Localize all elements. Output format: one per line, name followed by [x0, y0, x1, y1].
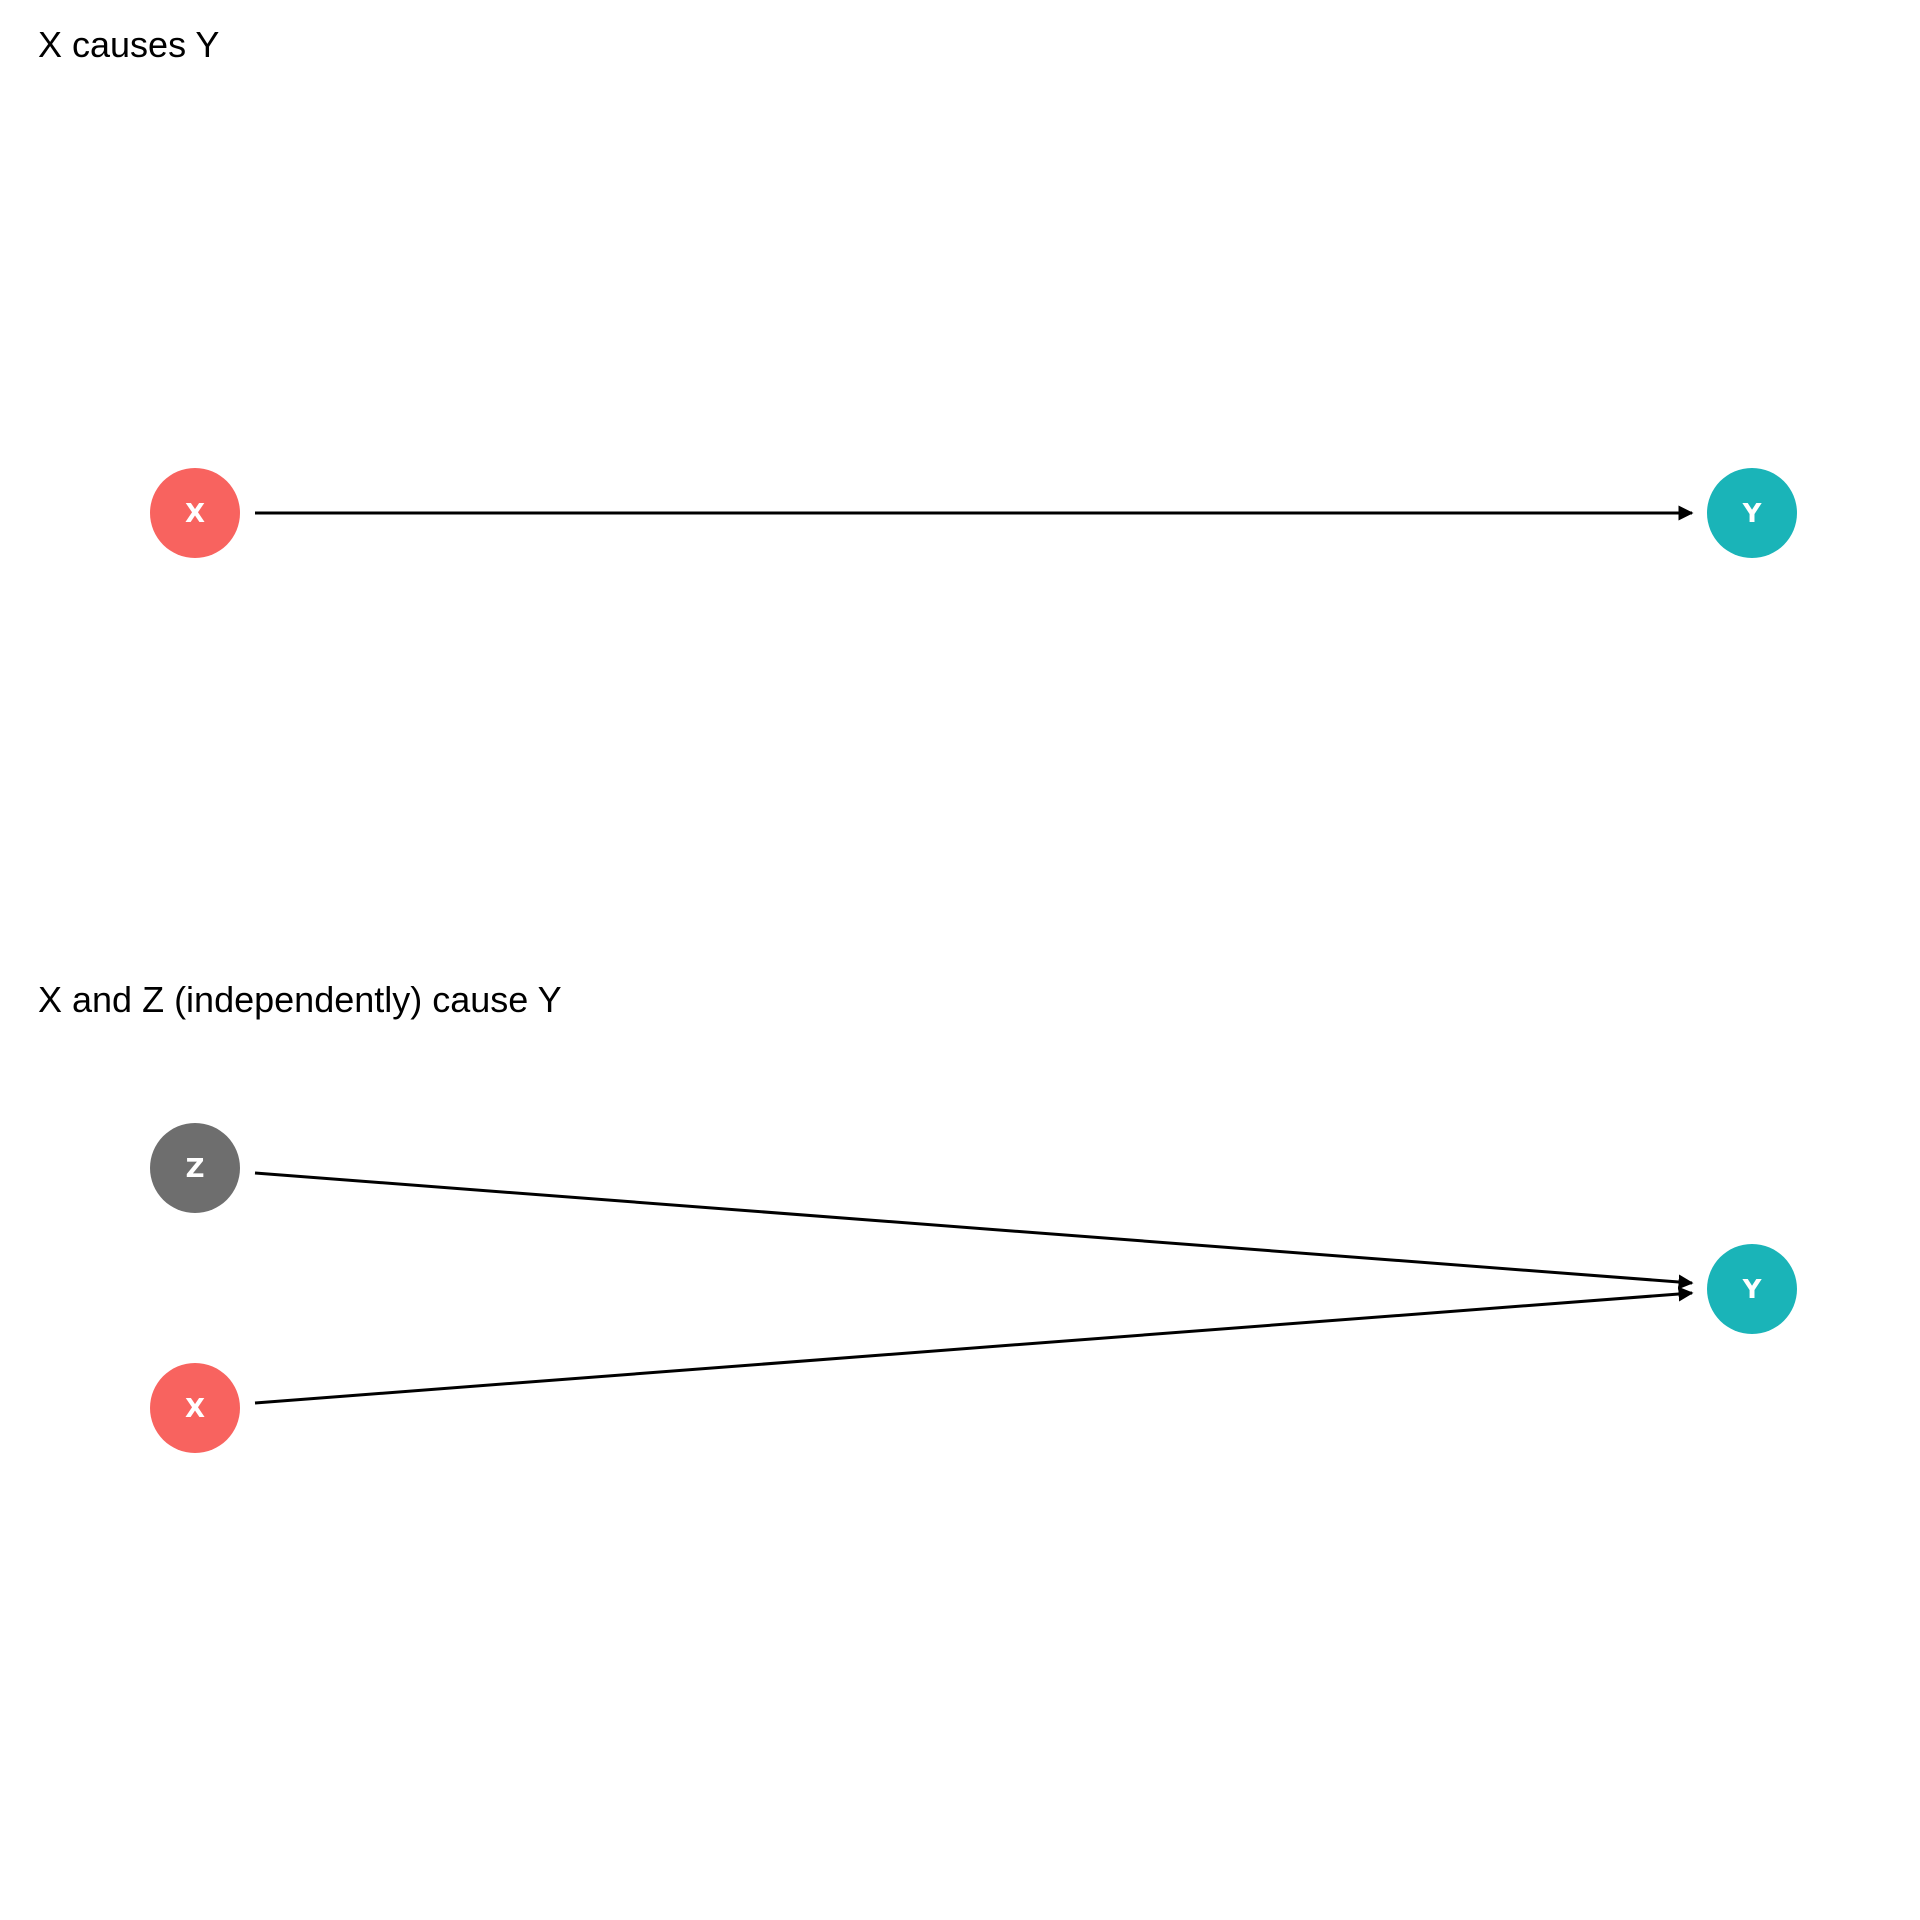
node-y: Y	[1707, 468, 1797, 558]
node-z-label: Z	[186, 1154, 205, 1184]
panel-x-causes-y: X causes Y X Y	[38, 24, 1797, 558]
node-y-label: Y	[1742, 1275, 1763, 1305]
node-x-label: X	[185, 1394, 205, 1424]
node-y-circle	[1707, 468, 1797, 558]
edges	[254, 1171, 1694, 1405]
panel-title: X causes Y	[38, 24, 219, 65]
edge-z-to-y	[254, 1171, 1694, 1290]
node-y-circle	[1707, 1244, 1797, 1334]
node-y: Y	[1707, 1244, 1797, 1334]
node-y-label: Y	[1742, 499, 1763, 529]
node-x-label: X	[185, 499, 205, 529]
panel-x-and-z-cause-y: X and Z (independently) cause Y Z X Y	[38, 979, 1797, 1453]
node-x: X	[150, 1363, 240, 1453]
node-x: X	[150, 468, 240, 558]
node-x-circle	[150, 1363, 240, 1453]
panel-title: X and Z (independently) cause Y	[38, 979, 562, 1020]
node-z-circle	[150, 1123, 240, 1213]
edge-x-to-y	[254, 1286, 1694, 1405]
node-z: Z	[150, 1123, 240, 1213]
node-x-circle	[150, 468, 240, 558]
